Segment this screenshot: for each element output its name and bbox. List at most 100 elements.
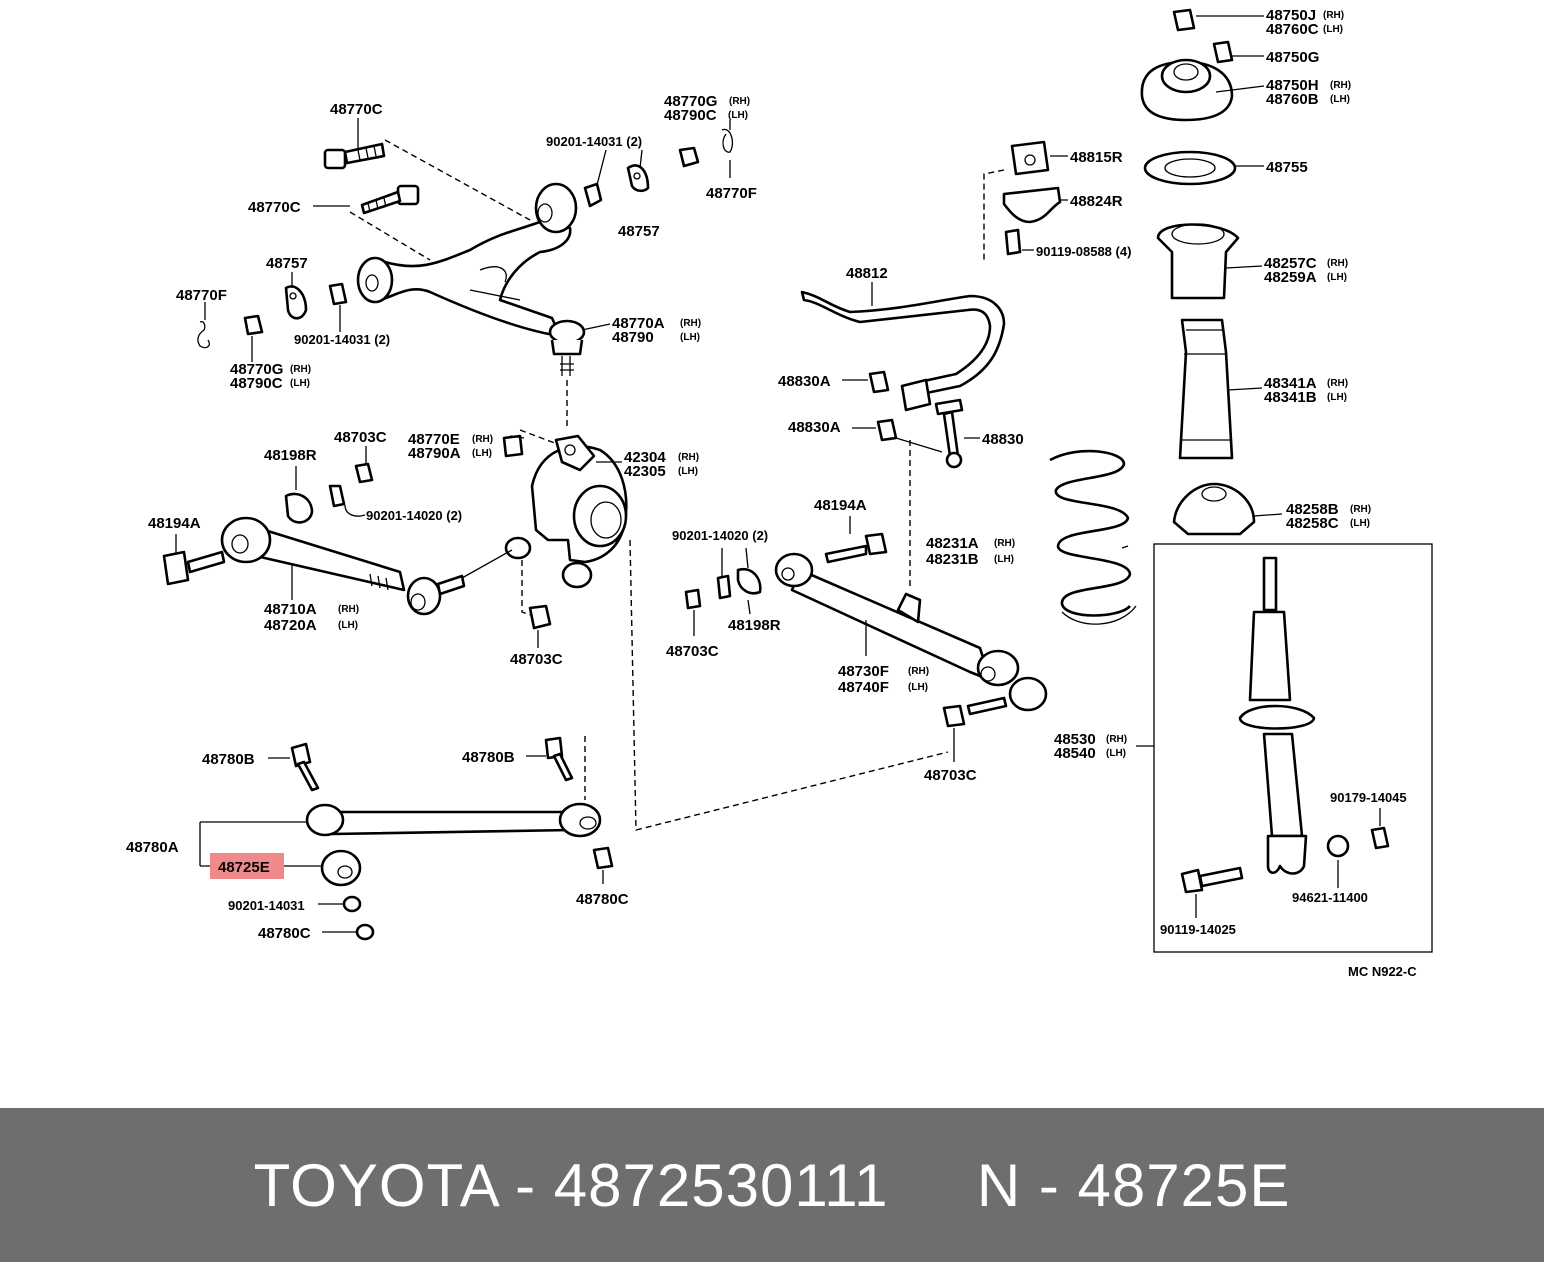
footer-banner: TOYOTA - 4872530111 N - 48725E (0, 1108, 1544, 1262)
label-48770f-left: 48770F (176, 287, 227, 304)
label-48790c-left: 48790C (230, 375, 283, 392)
label-48770g-left: 48770G (230, 361, 283, 378)
label-90119-08588: 90119-08588 (4) (1036, 244, 1131, 259)
label-48770f-top: 48770F (706, 185, 757, 202)
tag-rh: (RH) (472, 434, 493, 445)
label-48730f: 48730F (838, 663, 889, 680)
tag-rh: (RH) (908, 666, 929, 677)
label-90201-14031-bottom: 90201-14031 (228, 898, 305, 913)
tag-rh: (RH) (994, 538, 1015, 549)
label-48757-top: 48757 (618, 223, 660, 240)
label-48720a: 48720A (264, 617, 317, 634)
label-48815r: 48815R (1070, 149, 1123, 166)
stabilizer-group (800, 140, 1068, 469)
label-90201-14031-top: 90201-14031 (2) (546, 134, 642, 149)
label-48703c-c: 48703C (666, 643, 719, 660)
label-48830: 48830 (982, 431, 1024, 448)
tag-lh: (LH) (680, 332, 700, 343)
label-48725e-highlighted: 48725E (218, 859, 270, 876)
knuckle-group (284, 380, 949, 831)
label-48198r-left: 48198R (264, 447, 317, 464)
tag-lh: (LH) (908, 682, 928, 693)
strut-group (1049, 8, 1433, 953)
label-48750h: 48750H (1266, 77, 1319, 94)
label-48341a: 48341A (1264, 375, 1317, 392)
tag-lh: (LH) (1327, 272, 1347, 283)
tag-rh: (RH) (680, 318, 701, 329)
label-48755: 48755 (1266, 159, 1308, 176)
tag-lh: (LH) (290, 378, 310, 389)
label-48770g-top: 48770G (664, 93, 717, 110)
label-48780b-left: 48780B (202, 751, 255, 768)
label-48790c-top: 48790C (664, 107, 717, 124)
tag-rh: (RH) (1350, 504, 1371, 515)
tag-rh: (RH) (290, 364, 311, 375)
tag-lh: (LH) (1330, 94, 1350, 105)
tag-rh: (RH) (1106, 734, 1127, 745)
tag-lh: (LH) (1106, 748, 1126, 759)
upper-control-arm-group (197, 118, 734, 376)
part-labels: 48770C 48770C 48770G (RH) 48790C (LH) 90… (126, 7, 1417, 979)
label-48757-left: 48757 (266, 255, 308, 272)
label-48703c-a: 48703C (334, 429, 387, 446)
part-number-caption: TOYOTA - 4872530111 N - 48725E (253, 1151, 1291, 1219)
label-48258b: 48258B (1286, 501, 1339, 518)
label-48258c: 48258C (1286, 515, 1339, 532)
label-48770e: 48770E (408, 431, 460, 448)
tag-lh: (LH) (728, 110, 748, 121)
label-48770a: 48770A (612, 315, 665, 332)
diagram-ref-code: MC N922-C (1348, 964, 1417, 979)
label-94621-11400: 94621-11400 (1292, 890, 1368, 905)
label-48231a: 48231A (926, 535, 979, 552)
label-48257c: 48257C (1264, 255, 1317, 272)
label-48760b: 48760B (1266, 91, 1319, 108)
label-90179-14045: 90179-14045 (1330, 790, 1407, 805)
label-48231b: 48231B (926, 551, 979, 568)
label-48780c-left: 48780C (258, 925, 311, 942)
label-48259a: 48259A (1264, 269, 1317, 286)
label-48760c: 48760C (1266, 21, 1319, 38)
label-48194a-mid: 48194A (814, 497, 867, 514)
label-48780c-mid: 48780C (576, 891, 629, 908)
tag-lh: (LH) (1350, 518, 1370, 529)
label-42304: 42304 (624, 449, 666, 466)
tag-lh: (LH) (678, 466, 698, 477)
label-48830a-b: 48830A (788, 419, 841, 436)
label-48770c-top: 48770C (330, 101, 383, 118)
label-48198r-mid: 48198R (728, 617, 781, 634)
label-48790: 48790 (612, 329, 654, 346)
lower-arm-48730f (684, 440, 1048, 762)
label-48341b: 48341B (1264, 389, 1317, 406)
label-48830a-a: 48830A (778, 373, 831, 390)
tag-lh: (LH) (1323, 24, 1343, 35)
label-48540: 48540 (1054, 745, 1096, 762)
parts-diagram: 48770C 48770C 48770G (RH) 48790C (LH) 90… (126, 7, 1433, 979)
label-48780a: 48780A (126, 839, 179, 856)
lower-arm-48780a (199, 736, 614, 941)
label-90201-14020-mid: 90201-14020 (2) (672, 528, 768, 543)
label-48530: 48530 (1054, 731, 1096, 748)
tag-rh: (RH) (1330, 80, 1351, 91)
label-42305: 42305 (624, 463, 666, 480)
label-48750g: 48750G (1266, 49, 1319, 66)
tag-lh: (LH) (994, 554, 1014, 565)
label-48194a-left: 48194A (148, 515, 201, 532)
tag-lh: (LH) (472, 448, 492, 459)
label-48812: 48812 (846, 265, 888, 282)
tag-lh: (LH) (1327, 392, 1347, 403)
tag-rh: (RH) (1327, 378, 1348, 389)
label-48780b-mid: 48780B (462, 749, 515, 766)
lower-arm-48710a (162, 516, 513, 616)
label-48750j: 48750J (1266, 7, 1316, 24)
tag-rh: (RH) (1327, 258, 1348, 269)
label-48790a: 48790A (408, 445, 461, 462)
tag-rh: (RH) (1323, 10, 1344, 21)
label-48703c-d: 48703C (924, 767, 977, 784)
label-48740f: 48740F (838, 679, 889, 696)
tag-rh: (RH) (678, 452, 699, 463)
label-90201-14020-left: 90201-14020 (2) (366, 508, 462, 523)
label-48703c-b: 48703C (510, 651, 563, 668)
label-90119-14025: 90119-14025 (1160, 922, 1236, 937)
tag-lh: (LH) (338, 620, 358, 631)
label-48710a: 48710A (264, 601, 317, 618)
